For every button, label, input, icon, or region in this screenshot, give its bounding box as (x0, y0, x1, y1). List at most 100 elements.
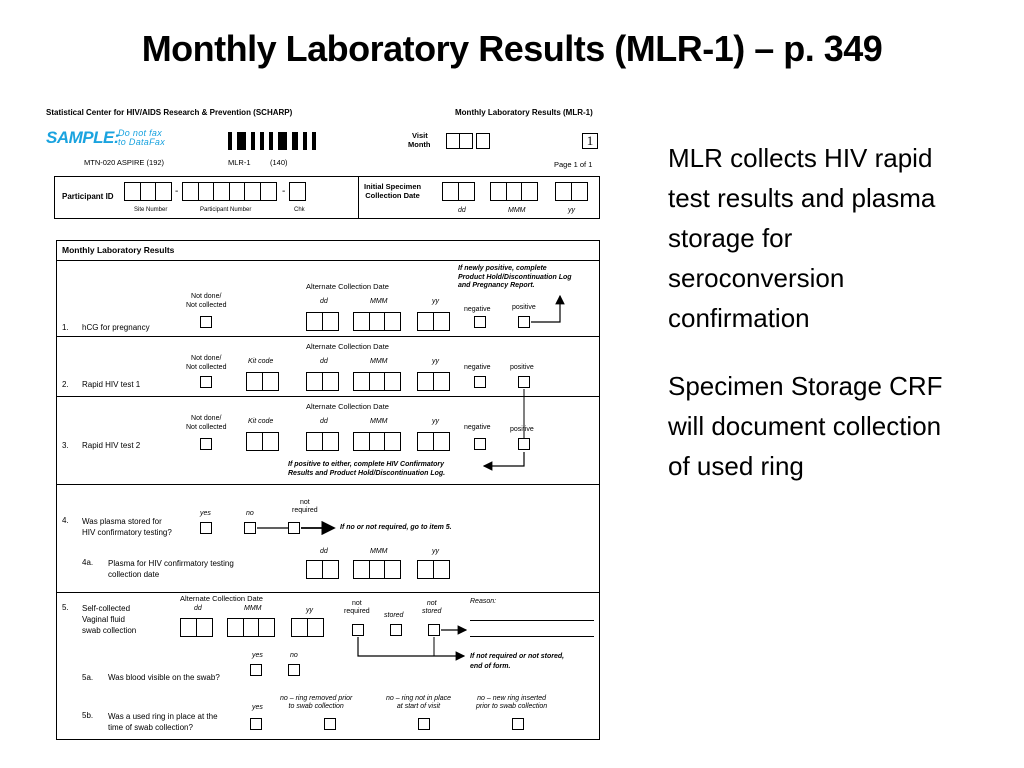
initial-date-mmm[interactable] (490, 182, 538, 201)
item3-not-done-checkbox[interactable] (200, 438, 212, 450)
item3-negative-checkbox[interactable] (474, 438, 486, 450)
item2-negative-checkbox[interactable] (474, 376, 486, 388)
item2-number: 2. (62, 380, 69, 389)
item4-yes-checkbox[interactable] (200, 522, 212, 534)
not-done-label-3: Not done/Not collected (186, 415, 227, 431)
item5-date-mmm[interactable] (227, 618, 275, 637)
skip-to-5-note: If no or not required, go to item 5. (340, 524, 452, 531)
site-number-boxes[interactable] (124, 182, 172, 201)
dd-label-5: dd (194, 605, 202, 612)
mmm-label-3: MMM (370, 418, 388, 425)
item4a-date-dd[interactable] (306, 560, 339, 579)
item5b-not-in-place-checkbox[interactable] (418, 718, 430, 730)
alt-date-label-5: Alternate Collection Date (180, 594, 263, 603)
positive-label-2: positive (510, 364, 534, 371)
item1-not-done-checkbox[interactable] (200, 316, 212, 328)
item1-date-mmm[interactable] (353, 312, 401, 331)
item2-kit-code[interactable] (246, 372, 279, 391)
item4a-date-mmm[interactable] (353, 560, 401, 579)
negative-label-2: negative (464, 364, 491, 371)
item3-positive-checkbox[interactable] (518, 438, 530, 450)
sample-stamp: SAMPLE: (46, 128, 120, 147)
mmm-label-2: MMM (370, 358, 388, 365)
item5-date-dd[interactable] (180, 618, 213, 637)
do-not-fax-note: Do not fax to DataFax (118, 129, 165, 147)
participant-id-frame (54, 176, 600, 219)
site-number-caption: Site Number (134, 207, 168, 213)
initial-date-dd[interactable] (442, 182, 475, 201)
page-number-box: 1 (582, 133, 598, 149)
yes-label-5b: yes (252, 704, 263, 711)
item4-no-checkbox[interactable] (244, 522, 256, 534)
item1-positive-checkbox[interactable] (518, 316, 530, 328)
org-name: Statistical Center for HIV/AIDS Research… (46, 108, 293, 117)
item4-not-required-checkbox[interactable] (288, 522, 300, 534)
do-not-fax-line2: to DataFax (118, 137, 166, 147)
item5-date-yy[interactable] (291, 618, 324, 637)
barcode (228, 132, 316, 150)
yy-label-5: yy (306, 607, 313, 614)
item2-not-done-checkbox[interactable] (200, 376, 212, 388)
yes-label-5a: yes (252, 652, 263, 659)
side-text-paragraph-1: MLR collects HIV rapid test results and … (668, 143, 936, 333)
item3-date-dd[interactable] (306, 432, 339, 451)
no-label-4: no (246, 510, 254, 517)
item3-label: Rapid HIV test 2 (82, 441, 141, 450)
dd-label-2: dd (320, 358, 328, 365)
item3-number: 3. (62, 441, 69, 450)
item5b-removed-checkbox[interactable] (324, 718, 336, 730)
yy-label-1: yy (432, 298, 439, 305)
do-not-fax-line1: Do not fax (118, 128, 163, 138)
dd-label-1: dd (320, 298, 328, 305)
side-text: MLR collects HIV rapid test results and … (668, 138, 968, 514)
item4a-date-yy[interactable] (417, 560, 450, 579)
positive-either-note: If positive to either, complete HIV Conf… (288, 461, 446, 477)
item2-date-dd[interactable] (306, 372, 339, 391)
results-frame (56, 240, 600, 740)
alt-date-label-3: Alternate Collection Date (306, 402, 389, 411)
yy-label-2: yy (432, 358, 439, 365)
slide-title: Monthly Laboratory Results (MLR-1) – p. … (141, 28, 883, 69)
dd-label-3: dd (320, 418, 328, 425)
item2-date-mmm[interactable] (353, 372, 401, 391)
item5b-new-ring-checkbox[interactable] (512, 718, 524, 730)
item1-date-dd[interactable] (306, 312, 339, 331)
study-code: MTN-020 ASPIRE (192) (84, 158, 165, 167)
yes-label-4: yes (200, 510, 211, 517)
reason-line-1[interactable] (470, 620, 594, 621)
item2-date-yy[interactable] (417, 372, 450, 391)
item5a-yes-checkbox[interactable] (250, 664, 262, 676)
initial-date-yy[interactable] (555, 182, 588, 201)
participant-id-label: Participant ID (62, 192, 114, 201)
item1-negative-checkbox[interactable] (474, 316, 486, 328)
not-done-label-2: Not done/Not collected (186, 355, 227, 371)
dd-label-4a: dd (320, 548, 328, 555)
item3-date-yy[interactable] (417, 432, 450, 451)
item5-not-stored-checkbox[interactable] (428, 624, 440, 636)
item5a-no-checkbox[interactable] (288, 664, 300, 676)
item2-positive-checkbox[interactable] (518, 376, 530, 388)
participant-number-boxes[interactable] (182, 182, 277, 201)
newly-positive-note: If newly positive, complete Product Hold… (458, 265, 572, 289)
item1-date-yy[interactable] (417, 312, 450, 331)
item5b-yes-checkbox[interactable] (250, 718, 262, 730)
item2-label: Rapid HIV test 1 (82, 380, 141, 389)
item3-date-mmm[interactable] (353, 432, 401, 451)
reason-line-2[interactable] (470, 636, 594, 637)
item5-stored-checkbox[interactable] (390, 624, 402, 636)
item5-not-required-checkbox[interactable] (352, 624, 364, 636)
item5b-number: 5b. (82, 711, 94, 720)
initial-specimen-label: Initial Specimen Collection Date (364, 182, 422, 200)
visit-month-label: Visit Month (408, 131, 431, 149)
crf-form-sample: Statistical Center for HIV/AIDS Research… (44, 106, 612, 742)
alt-date-label-1: Alternate Collection Date (306, 282, 389, 291)
form-code: MLR-1 (228, 158, 251, 167)
item3-kit-code[interactable] (246, 432, 279, 451)
negative-label-3: negative (464, 424, 491, 431)
visit-month-boxes[interactable] (446, 133, 490, 149)
chk-box[interactable] (289, 182, 306, 201)
mmm-caption: MMM (508, 207, 526, 214)
